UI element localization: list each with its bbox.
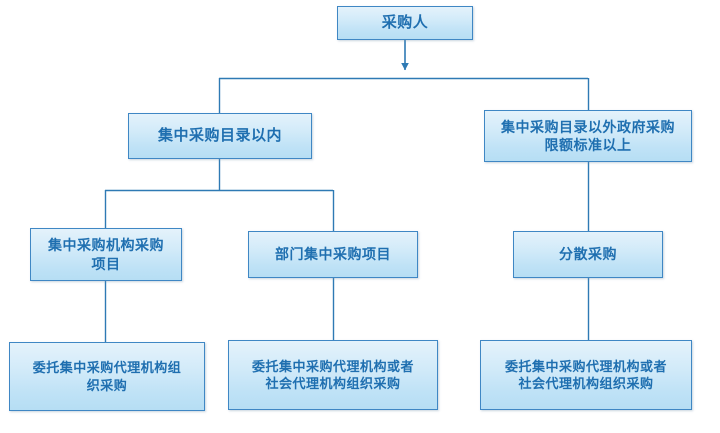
node-centralized-agency-project[interactable]: 集中采购机构采购 项目: [30, 228, 182, 281]
node-department-centralized-project-label: 部门集中采购项目: [275, 246, 391, 263]
node-within-catalog-label: 集中采购目录以内: [157, 127, 282, 145]
node-purchaser-label: 采购人: [381, 14, 429, 32]
node-purchaser[interactable]: 采购人: [337, 6, 473, 40]
node-outside-catalog-label: 集中采购目录以外政府采购 限额标准以上: [501, 118, 675, 153]
node-entrust-centralized-agency-label: 委托集中采购代理机构组 织采购: [32, 360, 182, 393]
node-centralized-agency-project-label: 集中采购机构采购 项目: [48, 237, 164, 272]
node-decentralized-procurement-label: 分散采购: [559, 246, 617, 263]
node-department-centralized-project[interactable]: 部门集中采购项目: [248, 231, 418, 278]
node-outside-catalog[interactable]: 集中采购目录以外政府采购 限额标准以上: [484, 110, 692, 162]
node-entrust-centralized-or-social-agency-mid-label: 委托集中采购代理机构或者 社会代理机构组织采购: [251, 358, 414, 391]
node-decentralized-procurement[interactable]: 分散采购: [513, 231, 663, 278]
node-entrust-centralized-or-social-agency-right[interactable]: 委托集中采购代理机构或者 社会代理机构组织采购: [480, 340, 692, 410]
node-entrust-centralized-or-social-agency-right-label: 委托集中采购代理机构或者 社会代理机构组织采购: [504, 358, 667, 391]
node-within-catalog[interactable]: 集中采购目录以内: [128, 113, 312, 159]
node-entrust-centralized-agency[interactable]: 委托集中采购代理机构组 织采购: [9, 342, 205, 411]
node-entrust-centralized-or-social-agency-mid[interactable]: 委托集中采购代理机构或者 社会代理机构组织采购: [228, 340, 438, 410]
